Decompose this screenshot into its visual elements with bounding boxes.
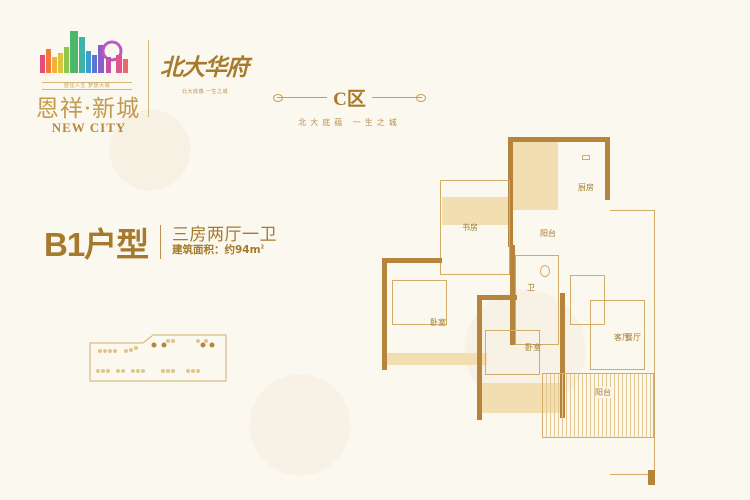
developer-logo: 居住人生 梦想大城 恩祥·新城 NEW CITY [30, 25, 141, 135]
brand-name: 北大华府 [160, 54, 249, 81]
wall [477, 295, 517, 300]
zone-title: C区 [333, 89, 366, 110]
kitchen-floor-fill [510, 140, 558, 210]
room-label-living: 客厅 [614, 333, 630, 342]
brand-slogan: 北大底蕴·一生之城 [181, 89, 229, 95]
main-balcony-outline [542, 373, 654, 438]
wall [508, 137, 610, 142]
wall [382, 258, 442, 263]
zone-heading: C区 北大底蕴 一生之城 [272, 84, 427, 128]
room-label-service-balcony: 阳台 [540, 229, 556, 238]
ornament-right-icon [371, 94, 427, 102]
unit-code-block: B1户型 [44, 218, 149, 266]
project-brand: 北大华府 北大底蕴·一生之城 [160, 48, 250, 95]
bedroom-window-fill [387, 353, 487, 365]
study-outline [440, 180, 510, 275]
site-location-map [89, 334, 227, 382]
logo-name-en: NEW CITY [51, 120, 127, 135]
room-label-bedroom-1: 卧室 [430, 318, 446, 327]
room-label-bathroom: 卫 [527, 283, 535, 292]
room-label-dining: 餐厅 [625, 333, 641, 342]
unit-area-text: 建筑面积：约94m [172, 244, 261, 256]
wall [560, 293, 565, 418]
unit-code: B1户型 [44, 226, 149, 263]
unit-area-sup: 2 [260, 244, 265, 251]
wall [648, 470, 655, 485]
logo-tagline: 居住人生 梦想大城 [42, 82, 132, 90]
room-label-study: 书房 [462, 223, 478, 232]
wall [477, 295, 482, 420]
room-label-bedroom-2: 卧室 [525, 343, 541, 352]
study-fill [442, 197, 508, 225]
room-label-main-balcony: 阳台 [595, 387, 611, 398]
bed-icon [485, 330, 540, 375]
header-divider [148, 40, 149, 117]
sofa-area-icon [590, 300, 645, 370]
unit-layout: 三房两厅一卫 [172, 225, 277, 245]
stove-icon [582, 155, 590, 160]
unit-separator [160, 225, 161, 259]
wall [382, 258, 387, 370]
ornament-left-icon [272, 94, 328, 102]
unit-area: 建筑面积：约94m2 [172, 242, 264, 257]
bed-icon [392, 280, 447, 325]
wall [508, 137, 513, 247]
toilet-icon [540, 265, 550, 277]
exterior-outline [610, 210, 655, 475]
city-skyline-icon [40, 31, 128, 73]
wall [605, 137, 610, 200]
room-label-kitchen: 厨房 [578, 183, 594, 192]
bathroom-outline [515, 255, 559, 345]
logo-name-cn: 恩祥·新城 [35, 96, 141, 122]
zone-subtitle: 北大底蕴 一生之城 [298, 118, 401, 127]
floor-plan: 厨房 阳台 书房 卫 餐厅 卧室 卧室 客厅 阳台 [380, 125, 680, 485]
